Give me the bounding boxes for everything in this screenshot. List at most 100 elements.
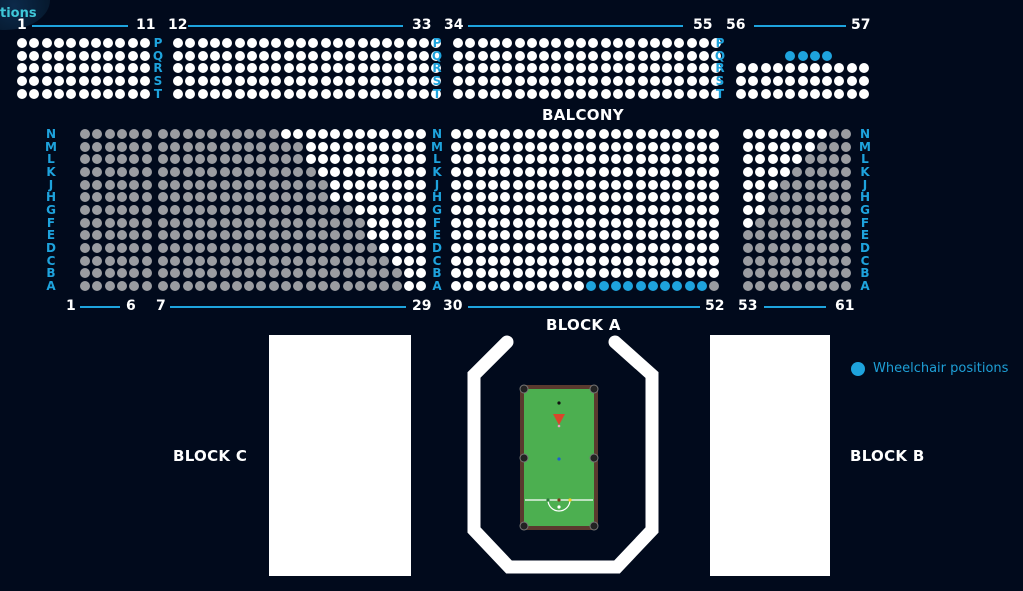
block-a-seat[interactable]: [804, 217, 815, 228]
block-a-seat[interactable]: [158, 230, 168, 241]
balcony-seat[interactable]: [637, 63, 648, 73]
block-a-seat[interactable]: [549, 204, 560, 215]
block-a-seat[interactable]: [697, 166, 707, 177]
block-a-seat[interactable]: [256, 179, 267, 190]
block-a-seat[interactable]: [537, 129, 548, 139]
balcony-seat[interactable]: [489, 51, 500, 61]
block-a-seat[interactable]: [697, 179, 707, 190]
balcony-seat[interactable]: [600, 38, 611, 48]
block-a-seat[interactable]: [792, 141, 803, 152]
block-a-seat[interactable]: [610, 129, 621, 139]
block-a-seat[interactable]: [816, 192, 827, 203]
balcony-seat[interactable]: [419, 63, 429, 73]
balcony-seat[interactable]: [797, 63, 808, 73]
block-a-seat[interactable]: [416, 268, 427, 279]
block-a-seat[interactable]: [829, 154, 840, 165]
block-a-seat[interactable]: [268, 217, 279, 228]
block-a-seat[interactable]: [549, 141, 560, 152]
block-a-seat[interactable]: [92, 141, 103, 152]
block-a-seat[interactable]: [537, 242, 548, 253]
block-a-seat[interactable]: [207, 242, 218, 253]
balcony-seat[interactable]: [477, 76, 488, 86]
block-a-seat[interactable]: [779, 166, 790, 177]
block-a-seat[interactable]: [194, 154, 205, 165]
block-a-seat[interactable]: [660, 242, 671, 253]
block-a-seat[interactable]: [293, 192, 304, 203]
block-a-seat[interactable]: [379, 242, 390, 253]
block-a-seat[interactable]: [610, 192, 621, 203]
block-a-seat[interactable]: [170, 217, 181, 228]
block-a-seat[interactable]: [816, 129, 827, 139]
block-a-seat[interactable]: [463, 192, 474, 203]
block-a-seat[interactable]: [141, 192, 152, 203]
block-a-seat[interactable]: [256, 268, 267, 279]
block-a-seat[interactable]: [391, 129, 402, 139]
block-a-seat[interactable]: [219, 242, 230, 253]
block-a-seat[interactable]: [537, 255, 548, 266]
block-a-seat[interactable]: [672, 141, 683, 152]
block-a-seat[interactable]: [293, 129, 304, 139]
block-a-seat[interactable]: [586, 154, 597, 165]
block-a-seat[interactable]: [684, 154, 695, 165]
balcony-seat[interactable]: [563, 51, 574, 61]
block-a-seat[interactable]: [219, 217, 230, 228]
balcony-seat[interactable]: [453, 38, 463, 48]
balcony-seat[interactable]: [197, 76, 208, 86]
block-a-seat[interactable]: [804, 268, 815, 279]
block-a-seat[interactable]: [92, 204, 103, 215]
balcony-seat[interactable]: [699, 76, 709, 86]
block-a-seat[interactable]: [804, 242, 815, 253]
block-a-seat[interactable]: [219, 166, 230, 177]
block-a-seat[interactable]: [841, 192, 852, 203]
block-a-seat[interactable]: [500, 204, 511, 215]
block-a-seat[interactable]: [598, 141, 609, 152]
balcony-seat[interactable]: [637, 51, 648, 61]
block-a-seat[interactable]: [779, 280, 790, 291]
balcony-seat[interactable]: [103, 38, 114, 48]
balcony-seat[interactable]: [859, 89, 869, 99]
block-a-seat[interactable]: [231, 154, 242, 165]
block-a-seat[interactable]: [610, 217, 621, 228]
block-a-seat[interactable]: [244, 179, 255, 190]
balcony-seat[interactable]: [90, 89, 101, 99]
balcony-seat[interactable]: [140, 89, 150, 99]
wheelchair-seat[interactable]: [598, 280, 609, 291]
block-a-seat[interactable]: [158, 166, 168, 177]
balcony-seat[interactable]: [760, 76, 771, 86]
block-a-seat[interactable]: [219, 141, 230, 152]
block-a-seat[interactable]: [231, 217, 242, 228]
block-a-seat[interactable]: [709, 204, 720, 215]
block-a-seat[interactable]: [305, 141, 316, 152]
block-a-seat[interactable]: [623, 204, 634, 215]
block-a-seat[interactable]: [660, 230, 671, 241]
balcony-seat[interactable]: [115, 51, 126, 61]
block-a-seat[interactable]: [660, 166, 671, 177]
block-a-seat[interactable]: [141, 204, 152, 215]
block-a-seat[interactable]: [391, 280, 402, 291]
balcony-seat[interactable]: [66, 63, 77, 73]
block-a-seat[interactable]: [207, 268, 218, 279]
balcony-seat[interactable]: [431, 51, 442, 61]
block-a-seat[interactable]: [598, 204, 609, 215]
block-a-seat[interactable]: [709, 217, 720, 228]
block-a-seat[interactable]: [379, 129, 390, 139]
block-a-seat[interactable]: [574, 166, 584, 177]
block-a-seat[interactable]: [80, 154, 90, 165]
block-a-seat[interactable]: [537, 217, 548, 228]
block-a-seat[interactable]: [256, 255, 267, 266]
balcony-seat[interactable]: [649, 51, 660, 61]
block-a-seat[interactable]: [219, 255, 230, 266]
block-a-seat[interactable]: [635, 141, 646, 152]
block-a-seat[interactable]: [116, 166, 127, 177]
block-a-seat[interactable]: [182, 268, 193, 279]
balcony-seat[interactable]: [53, 76, 64, 86]
block-a-seat[interactable]: [804, 141, 815, 152]
block-a-seat[interactable]: [635, 129, 646, 139]
block-a-seat[interactable]: [330, 192, 341, 203]
block-a-seat[interactable]: [129, 192, 140, 203]
balcony-seat[interactable]: [197, 63, 208, 73]
block-a-seat[interactable]: [537, 268, 548, 279]
block-a-seat[interactable]: [792, 280, 803, 291]
balcony-seat[interactable]: [711, 63, 722, 73]
block-a-seat[interactable]: [367, 129, 378, 139]
